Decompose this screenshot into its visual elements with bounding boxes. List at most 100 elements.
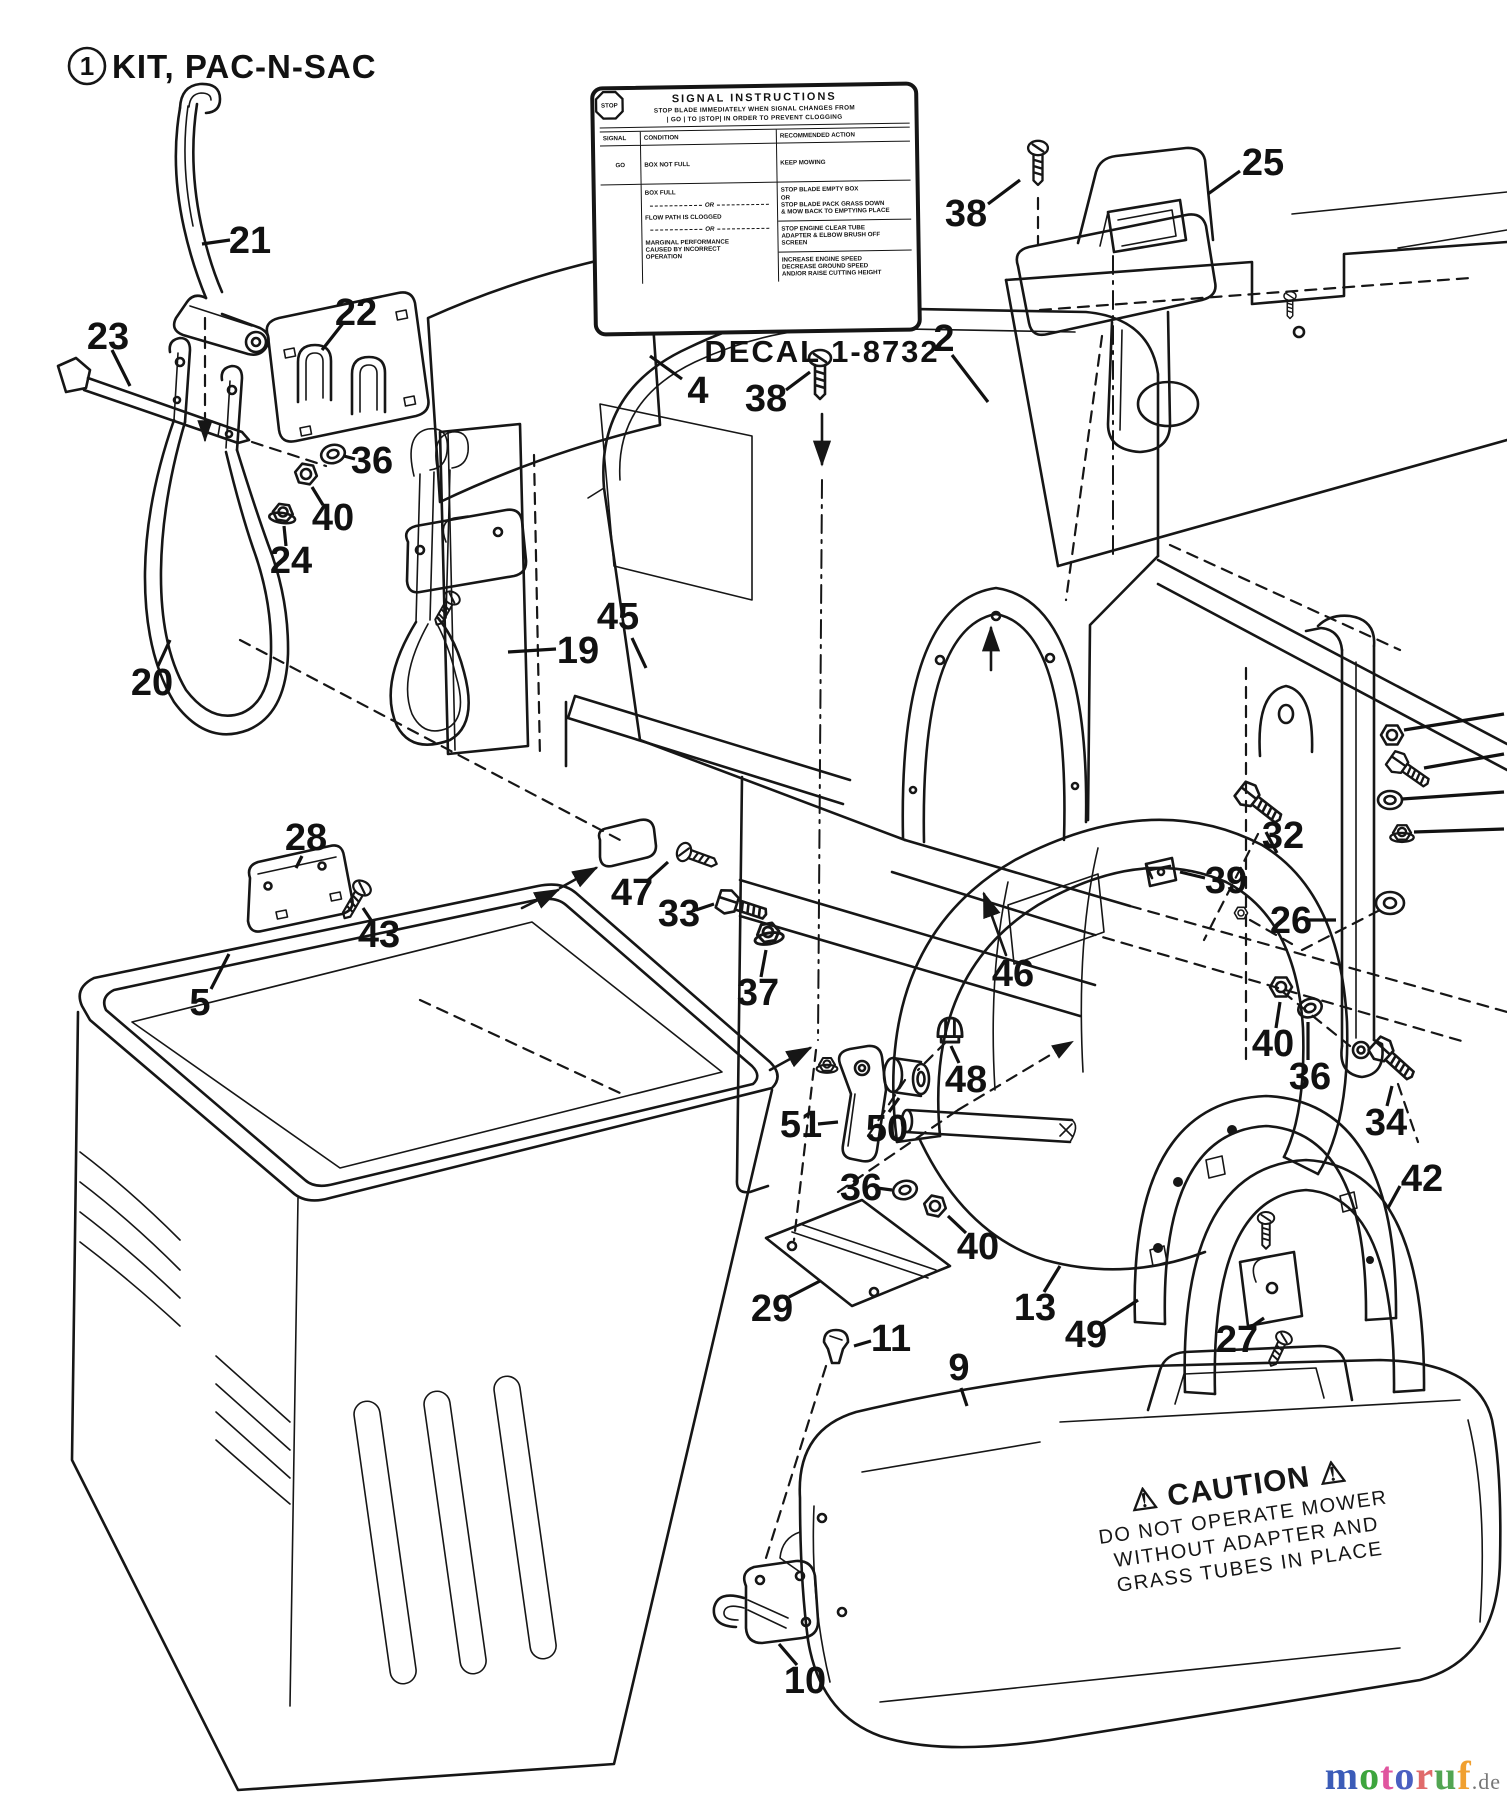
page-title: KIT, PAC-N-SAC [112, 48, 377, 85]
callout-38a: 38 [745, 378, 787, 420]
part-34-bolt [1365, 1033, 1422, 1087]
callout-46: 46 [992, 953, 1034, 995]
part-46-housing-hood [564, 306, 1160, 1194]
condition-marginal: MARGINAL PERFORMANCE CAUSED BY INCORRECT… [645, 237, 729, 261]
callout-9: 9 [948, 1347, 969, 1389]
edge-bolt [1383, 747, 1435, 794]
callout-27: 27 [1216, 1319, 1258, 1361]
callout-40c: 40 [957, 1226, 999, 1268]
callout-2: 2 [933, 318, 954, 360]
kit-number: 1 [80, 51, 94, 81]
part-42-arch-band [1149, 1155, 1426, 1396]
stop-octagon-icon: STOP [594, 90, 624, 120]
callout-25: 25 [1242, 142, 1284, 184]
part-36-washer [317, 440, 349, 468]
part-2-cover-panel [1004, 191, 1507, 568]
part-9-cover [779, 1344, 1502, 1749]
part-5-grass-bag [70, 883, 779, 1792]
callout-26: 26 [1270, 900, 1312, 942]
part-36-washer-bottom [889, 1176, 921, 1204]
part-27-screw-a [1256, 1211, 1276, 1250]
caution-label: ⚠ CAUTION ⚠ DO NOT OPERATE MOWER WITHOUT… [1097, 1455, 1389, 1597]
callout-22: 22 [335, 292, 377, 334]
callout-32: 32 [1262, 815, 1304, 857]
callout-36b: 36 [1289, 1056, 1331, 1098]
edge-flange-nut [1389, 824, 1415, 844]
callout-33: 33 [658, 893, 700, 935]
callout-37: 37 [737, 972, 779, 1014]
part-24-flange-nut [267, 501, 299, 527]
callout-28: 28 [285, 817, 327, 859]
part-39-clip [1144, 856, 1178, 888]
callout-11: 11 [871, 1318, 911, 1360]
part-26-hanger-strap [1304, 614, 1384, 1079]
callout-leaders [110, 169, 1505, 1667]
part-51-strap [837, 1044, 888, 1163]
part-40-nut [292, 461, 320, 487]
stop-signal-cell: STOP [594, 90, 643, 285]
part-38-screw-top [1026, 139, 1050, 187]
part-25-signal-window [1015, 146, 1217, 602]
go-signal: GO [599, 145, 641, 185]
panel-screw [1283, 290, 1297, 320]
part-4-decal-sheet [426, 248, 662, 504]
part-20-loop-hanger [143, 336, 290, 736]
callout-40a: 40 [312, 497, 354, 539]
part-22-hook-plate [265, 291, 430, 443]
callout-29: 29 [751, 1288, 793, 1330]
kit-title: 1 KIT, PAC-N-SAC [67, 46, 377, 86]
callout-47: 47 [611, 872, 653, 914]
callout-45: 45 [597, 596, 639, 638]
action-clogged: STOP ENGINE CLEAR TUBE ADAPTER & ELBOW B… [778, 218, 912, 252]
assembly-lines [197, 316, 1420, 1560]
kit-number-circle [67, 46, 107, 86]
callout-5: 5 [189, 982, 210, 1024]
part-23-carriage-bolt [56, 356, 251, 445]
part-27-bracket [1238, 1250, 1304, 1328]
action-marginal: INCREASE ENGINE SPEED DECREASE GROUND SP… [778, 249, 913, 283]
weld-nut [815, 1056, 839, 1074]
edge-nut [1379, 724, 1405, 746]
part-19-hook-assembly [389, 422, 542, 760]
part-49-arch-band [1133, 1094, 1398, 1326]
callout-36a: 36 [351, 440, 393, 482]
condition-box-full: BOX FULL [644, 189, 676, 198]
callout-34: 34 [1365, 1102, 1407, 1144]
callout-20: 20 [131, 662, 173, 704]
callout-23: 23 [87, 316, 129, 358]
callout-10: 10 [784, 1660, 826, 1702]
callout-48: 48 [945, 1059, 987, 1101]
callout-38b: 38 [945, 193, 987, 235]
edge-washer [1376, 789, 1404, 811]
col-header-signal: SIGNAL [602, 135, 627, 143]
watermark-logo: motoruf.de [1324, 1753, 1501, 1798]
svg-text:STOP: STOP [601, 102, 618, 109]
part-47-screw [673, 839, 722, 874]
callout-50: 50 [866, 1108, 908, 1150]
go-condition: BOX NOT FULL [639, 142, 777, 185]
part-48-acorn-nut [936, 1016, 964, 1044]
callout-13: 13 [1014, 1287, 1056, 1329]
decal-part-label: DECAL 1-8732 [704, 334, 939, 369]
part-33-bolt [713, 886, 772, 928]
decal-table: SIGNAL CONDITION RECOMMENDED ACTION GO B… [594, 90, 913, 285]
callout-51: 51 [780, 1104, 822, 1146]
part-40-nut-bottom [920, 1193, 950, 1219]
callout-43: 43 [358, 914, 400, 956]
callout-19: 19 [557, 630, 599, 672]
part-10-latch [712, 1559, 820, 1645]
callout-40b: 40 [1252, 1023, 1294, 1065]
stop-conditions: BOX FULL OR FLOW PATH IS CLOGGED OR MARG… [640, 181, 779, 285]
part-50-spacer [882, 1056, 1077, 1144]
callout-36c: 36 [840, 1167, 882, 1209]
stop-actions: STOP BLADE EMPTY BOX OR STOP BLADE PACK … [776, 179, 913, 283]
frame-rails [890, 543, 1507, 1044]
callout-39: 39 [1205, 860, 1247, 902]
callout-42: 42 [1401, 1158, 1443, 1200]
callout-49: 49 [1065, 1314, 1107, 1356]
condition-clogged: FLOW PATH IS CLOGGED [645, 213, 722, 222]
part-29-plate [764, 1198, 952, 1308]
action-box-full: STOP BLADE EMPTY BOX OR STOP BLADE PACK … [780, 185, 890, 216]
